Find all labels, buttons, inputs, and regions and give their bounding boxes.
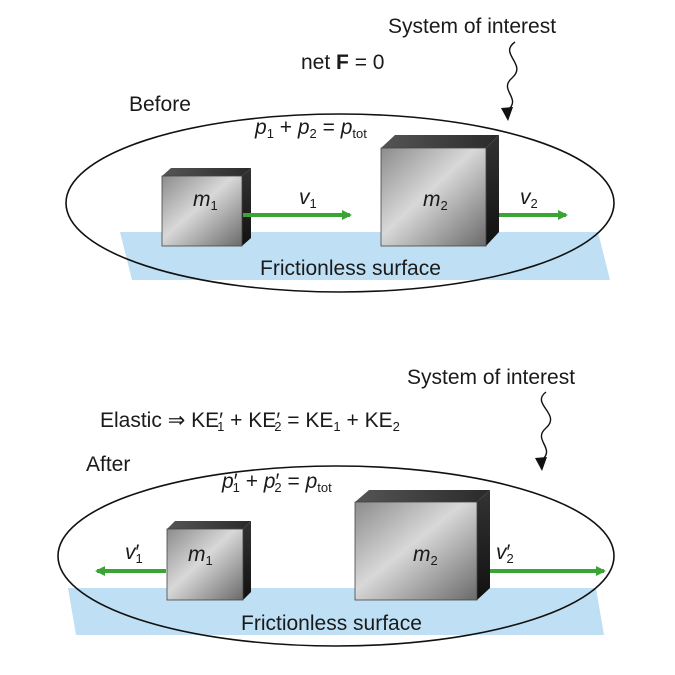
system-pointer-head [535,457,547,471]
system-pointer [506,41,518,111]
v2-prime-label: v′2 [496,541,514,566]
after-label: After [86,453,130,476]
before-panel: System of interest net F = 0 Before p1 +… [65,15,615,293]
surface-label: Frictionless surface [260,257,441,280]
system-pointer-head [501,107,513,121]
surface-label: Frictionless surface [241,612,422,635]
momentum-equation: p′1 + p′2 = ptot [221,470,332,495]
system-of-interest-label: System of interest [388,15,556,38]
block-m1 [161,168,251,247]
net-force-label: net F = 0 [301,51,384,74]
v1-prime-label: v′1 [125,541,143,566]
system-boundary [65,113,615,293]
v2-label: v2 [520,186,538,211]
block-m1 [166,521,251,601]
block-m2-label: m2 [413,543,438,568]
system-pointer [540,391,552,461]
block-m2-label: m2 [423,188,448,213]
momentum-equation: p1 + p2 = ptot [254,116,367,141]
block-m2 [380,135,499,247]
system-boundary [57,465,615,647]
before-label: Before [129,93,191,116]
block-m2 [354,490,490,601]
system-of-interest-label: System of interest [407,366,575,389]
block-m1-label: m1 [193,188,218,213]
block-m1-label: m1 [188,543,213,568]
after-panel: System of interest Elastic ⇒ KE′1 + KE′2… [57,366,615,647]
v1-label: v1 [299,186,317,211]
elastic-condition-label: Elastic ⇒ KE′1 + KE′2 = KE1 + KE2 [100,409,400,434]
